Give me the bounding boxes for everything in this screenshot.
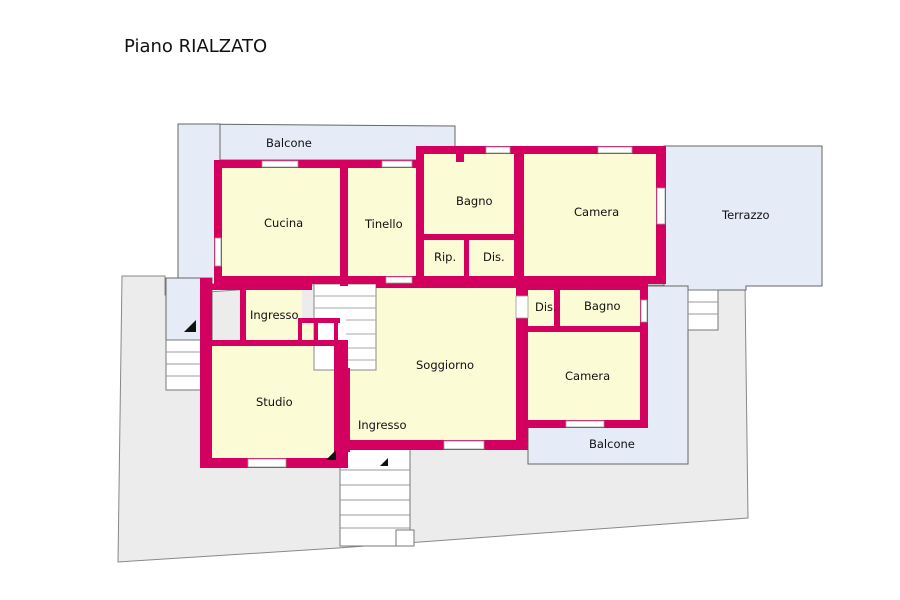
room-tinello (344, 164, 420, 278)
label-soggiorno: Soggiorno (416, 358, 474, 372)
stair-arrow-left (184, 320, 196, 332)
label-studio: Studio (256, 395, 293, 409)
room-bagno-top (420, 152, 520, 238)
room-ingresso-small (244, 284, 302, 342)
label-camera-right: Camera (565, 369, 610, 383)
label-cucina: Cucina (264, 216, 303, 230)
room-bagno-right (558, 288, 642, 328)
room-camera-top (520, 150, 664, 278)
room-cucina (220, 164, 344, 278)
label-balcone-top: Balcone (266, 136, 312, 150)
stair-arrow-entry (380, 458, 388, 466)
room-rip (420, 238, 466, 278)
room-closet-1 (300, 320, 316, 344)
label-bagno-right: Bagno (584, 299, 621, 313)
label-dis-right: Dis. (535, 300, 557, 314)
label-ingresso-main: Ingresso (358, 418, 407, 432)
stair-arrow-studio (326, 450, 336, 460)
windows (214, 146, 666, 468)
room-dis-top (466, 238, 520, 278)
label-rip: Rip. (434, 250, 456, 264)
label-ingresso-small: Ingresso (250, 308, 299, 322)
balcony-top-left (177, 123, 221, 285)
plan-title: Piano RIALZATO (124, 36, 268, 57)
label-camera-top: Camera (574, 205, 619, 219)
label-tinello: Tinello (364, 217, 403, 231)
label-balcone-bottom: Balcone (589, 437, 635, 451)
room-camera-right (522, 328, 642, 422)
label-dis-top: Dis. (483, 250, 505, 264)
label-terrazzo: Terrazzo (721, 208, 770, 222)
right-steps (687, 289, 719, 331)
label-bagno-top: Bagno (456, 194, 493, 208)
